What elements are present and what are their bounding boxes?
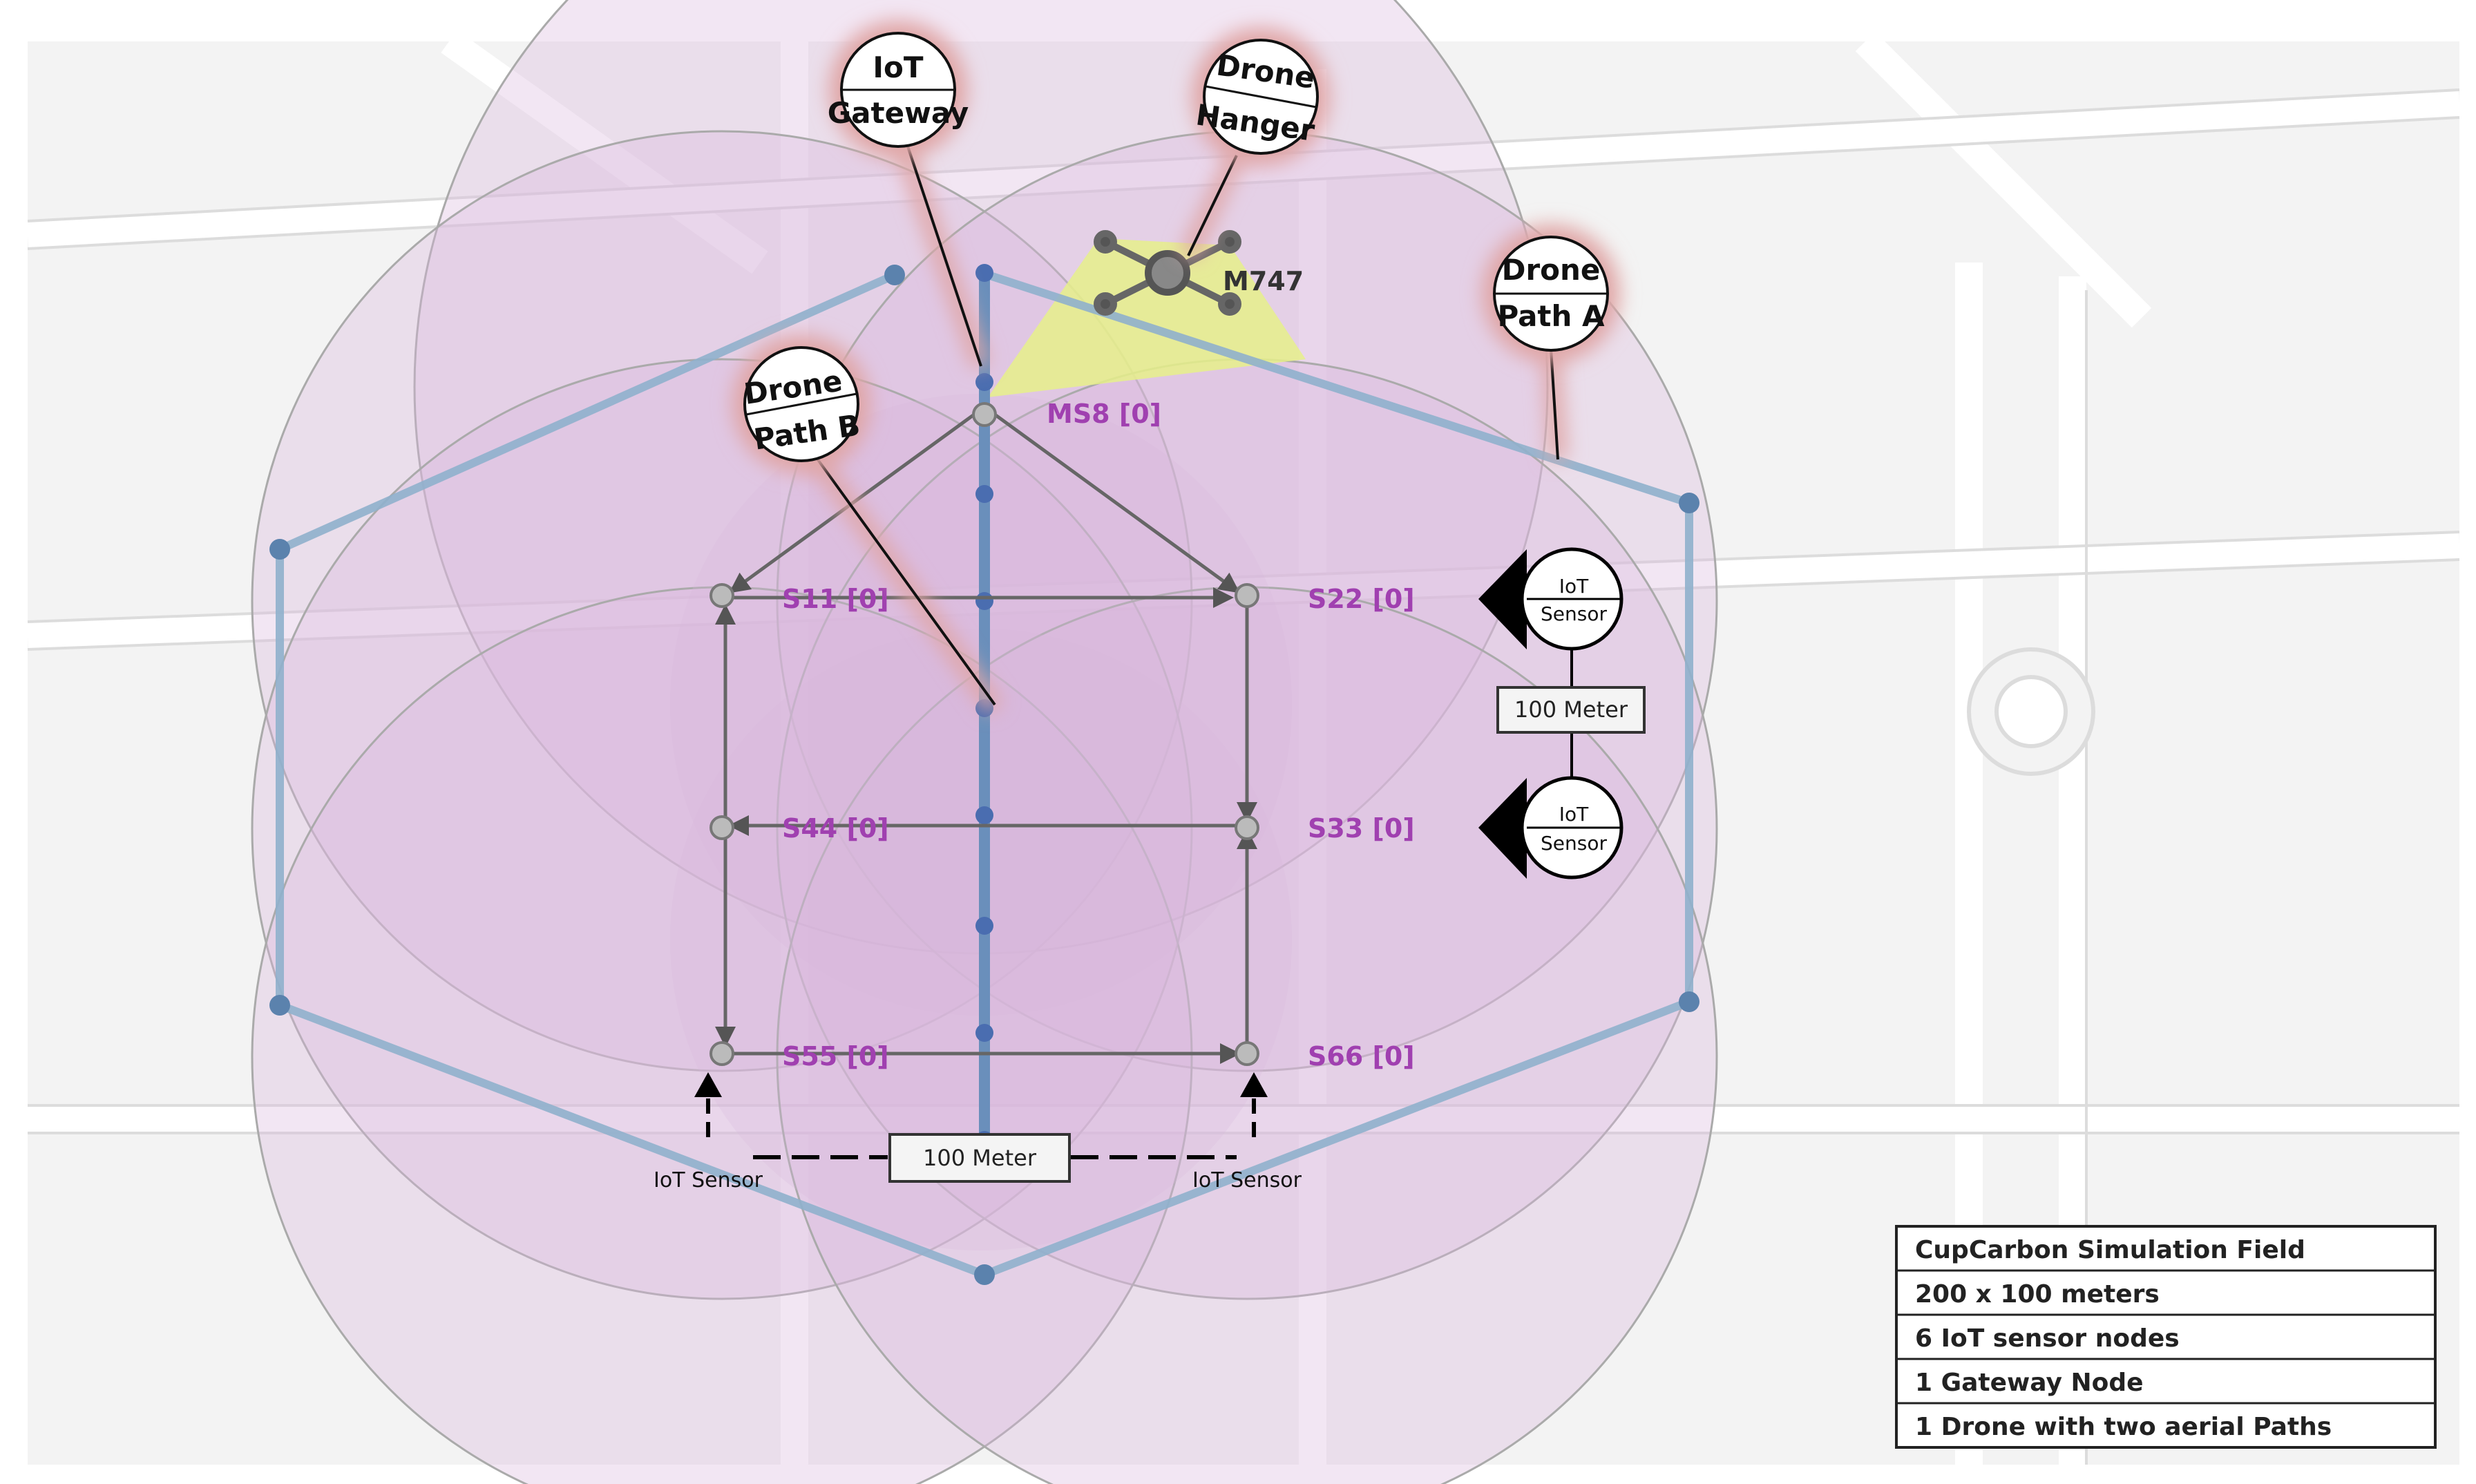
sensor-marker-right-top: IoT Sensor <box>1478 547 1623 651</box>
sensor-label-s44: S44 [0] <box>782 813 889 844</box>
svg-text:Drone: Drone <box>1502 253 1601 287</box>
sensor-label-s55: S55 [0] <box>782 1041 889 1072</box>
svg-text:IoT: IoT <box>1559 575 1589 598</box>
info-row: 6 IoT sensor nodes <box>1915 1324 2180 1353</box>
measurement-right: 100 Meter <box>1496 649 1646 778</box>
svg-text:IoT: IoT <box>1559 803 1589 826</box>
bottom-left-sensor-label: IoT Sensor <box>654 1168 763 1192</box>
info-row: CupCarbon Simulation Field <box>1915 1236 2305 1264</box>
callout-pointers <box>804 137 1567 714</box>
gateway-node-label: MS8 [0] <box>1047 399 1161 429</box>
sensor-node-markers <box>710 402 1259 1066</box>
info-row: 1 Drone with two aerial Paths <box>1915 1413 2332 1441</box>
svg-text:Sensor: Sensor <box>1541 832 1607 855</box>
drone-label: M747 <box>1223 266 1304 296</box>
callout-drone-path-a: Drone Path A <box>1482 225 1620 363</box>
svg-text:Sensor: Sensor <box>1541 602 1607 625</box>
sensor-label-s33: S33 [0] <box>1308 813 1415 844</box>
svg-text:Gateway: Gateway <box>828 96 969 130</box>
drone-icon <box>1094 230 1241 316</box>
info-row: 1 Gateway Node <box>1915 1369 2144 1397</box>
sensor-marker-right-bottom: IoT Sensor <box>1478 776 1623 879</box>
info-row: 200 x 100 meters <box>1915 1280 2160 1309</box>
sensor-label-s66: S66 [0] <box>1308 1041 1415 1072</box>
path-a-waypoints <box>269 265 1699 1285</box>
callout-drone-hangar: Drone Hanger <box>1192 28 1330 166</box>
path-b-waypoints <box>975 264 993 1149</box>
sensor-label-s11: S11 [0] <box>782 584 889 614</box>
svg-text:IoT: IoT <box>873 50 923 84</box>
svg-text:Path A: Path A <box>1497 299 1605 333</box>
sensor-label-s22: S22 [0] <box>1308 584 1415 614</box>
callout-iot-gateway: IoT Gateway <box>828 21 969 159</box>
callout-drone-path-b: Drone Path B <box>732 335 870 473</box>
info-table: CupCarbon Simulation Field 200 x 100 met… <box>1895 1225 2437 1449</box>
drone-hangar-zone <box>988 238 1306 397</box>
bottom-right-sensor-label: IoT Sensor <box>1192 1168 1302 1192</box>
svg-text:100 Meter: 100 Meter <box>1514 696 1628 723</box>
svg-text:100 Meter: 100 Meter <box>923 1145 1037 1171</box>
measurement-bottom: 100 Meter <box>694 1072 1268 1183</box>
